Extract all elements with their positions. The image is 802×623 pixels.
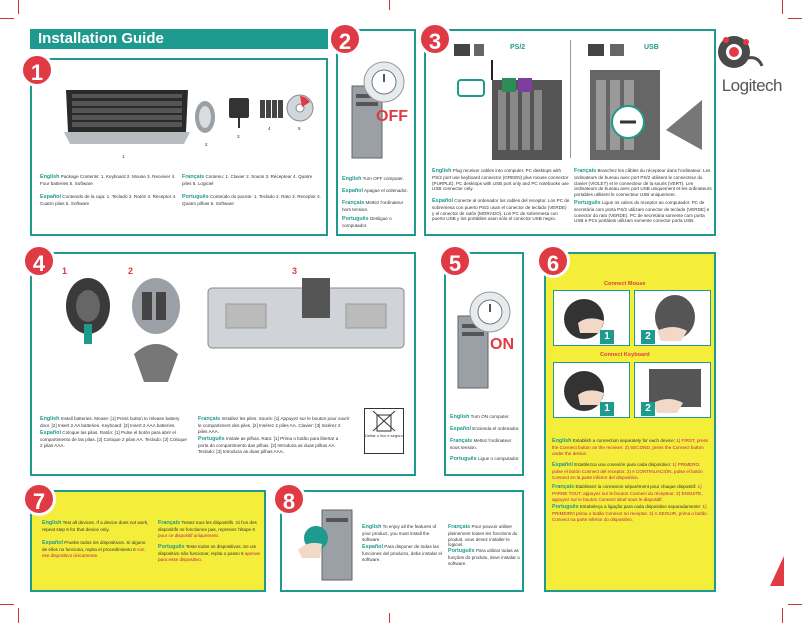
step-1-text-pt: Português Conteúdo do pacote: 1. Teclado… [182,194,321,206]
computer-tower-illustration [348,60,408,160]
connect-mouse-box-2 [634,290,711,346]
sub-step-2: 2 [128,266,134,276]
brand-wordmark: Logitech [721,76,783,95]
recycle-text: Deitar o lixo é seguro [365,433,403,438]
usb-label: USB [644,44,659,51]
mouse-battery-illustration [126,276,186,386]
step-6-text-es: Español Establezca una conexión para cad… [552,462,703,480]
step-5-badge: 5 [438,244,472,278]
step-7-badge: 7 [22,482,56,516]
step-1-text-es: Español Contenido de la caja: 1. Teclado… [40,194,177,206]
recycle-notice: Deitar o lixo é seguro [364,408,404,454]
keyboard-illustration [62,86,192,148]
item-label-4: 4 [268,126,271,131]
step-4-badge: 4 [22,244,56,278]
step-4-text-en: English Install batteries. Mouse: [1] Pr… [40,416,180,428]
mouse-sub-1: 1 [600,330,614,344]
step-8-text-es: Español Para disponer de todas las funci… [362,544,442,562]
step-2-badge: 2 [328,22,362,56]
step-6-text-pt: Português Estabeleça a ligação para cada… [552,504,707,522]
step-8-text-en: English To enjoy all the features of you… [362,524,437,542]
install-software-illustration [294,506,358,582]
step-5-text-es: Español Encienda el ordenador. [450,426,520,432]
connect-keyboard-title: Connect Keyboard [600,352,650,358]
step-6-text-en: English Establish a connection separatel… [552,438,709,456]
step-5-text-pt: Português Ligue o computador. [450,456,520,462]
keyboard-bottom-illustration [206,276,406,352]
mouse-sub-2: 2 [641,330,655,344]
step-1-text-en: English Package Contents: 1. Keyboard 2.… [40,174,176,186]
step-2-text-en: English Turn OFF computer. [342,176,404,182]
step-7-text-en: English Test all devices. If a device do… [42,520,149,532]
connect-keyboard-box-2 [634,362,711,418]
sub-step-3: 3 [292,266,298,276]
step-2-text-pt: Português Desligue o computador. [342,216,392,228]
step-5-text-en: English Turn ON computer. [450,414,510,420]
batteries-illustration [258,96,284,120]
keyboard-sub-2: 2 [641,402,655,416]
step-6-badge: 6 [536,244,570,278]
item-label-1: 1 [122,154,125,159]
divider-line [570,40,571,158]
connect-mouse-box-1 [553,290,630,346]
step-7-text-es: Español Pruebe todos los dispositivos. S… [42,540,146,558]
step-4-text-pt: Português Instale as pilhas. Rato: [1] P… [198,436,339,454]
step-3-text-fr: Français Branchez les câbles du récepteu… [574,168,712,198]
usb-diagram [580,40,706,160]
step-1-text-fr: Français Contenu: 1. Clavier 2. Souris 3… [182,174,313,186]
step-4-text-fr: Français Installez les piles. Souris: [1… [198,416,350,434]
step-3-badge: 3 [418,22,452,56]
item-label-2: 2 [205,142,208,147]
step-3-text-en: English Plug receiver cables into comput… [432,168,569,192]
keyboard-sub-1: 1 [600,402,614,416]
ps2-label: PS/2 [510,44,526,51]
step-7-panel [30,490,266,592]
step-5-text-fr: Français Mettez l'ordinateur sous tensio… [450,438,512,450]
step-8-badge: 8 [272,482,306,516]
step-3-text-pt: Português Ligue os cabos do receptor ao … [574,200,710,224]
step-2-text-fr: Français Mettez l'ordinateur hors tensio… [342,200,404,212]
mouse-bottom-illustration [62,276,114,348]
receiver-illustration [226,96,252,128]
step-6-text-fr: Français Etablissez la connexion séparém… [552,484,703,502]
step-2-text-es: Español Apague el ordenador. [342,188,408,194]
mouse-illustration [194,100,216,134]
off-label: OFF [376,108,408,125]
software-cd-illustration [286,94,314,122]
sub-step-1: 1 [62,266,68,276]
connect-keyboard-box-1 [553,362,630,418]
ps2-diagram [452,40,562,160]
step-8-text-pt: Português Para utilizar todas as funções… [448,548,520,566]
on-label: ON [490,336,514,353]
step-3-text-es: Español Conecte al ordenador los cables … [432,198,570,222]
computer-tower-on-illustration [454,290,514,390]
red-corner-triangle [770,556,784,586]
step-1-badge: 1 [20,53,54,87]
step-7-text-fr: Français Testez tous les dispositifs. Si… [158,520,257,538]
connect-mouse-title: Connect Mouse [604,281,646,287]
step-4-text-es: Español Coloque las pilas. Ratón: [1] Pu… [40,430,187,448]
item-label-5: 5 [298,126,301,131]
step-7-text-pt: Português Teste todos os dispositivos. S… [158,544,260,562]
logitech-logo: Logitech [700,28,783,98]
step-1-panel [30,58,328,236]
page-title: Installation Guide [30,29,328,49]
item-label-3: 3 [237,134,240,139]
step-8-text-fr: Français Pour pouvoir utiliser pleinemen… [448,524,518,548]
